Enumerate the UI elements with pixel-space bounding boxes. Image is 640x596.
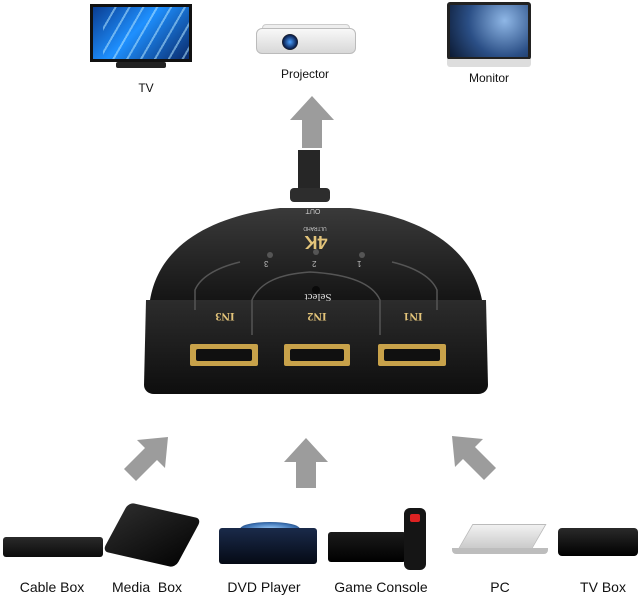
diagonal-arrow-right <box>452 436 496 480</box>
badge-ultrahd: ULTRAHD <box>303 225 327 231</box>
led-label-1: 1 <box>357 259 362 268</box>
game-console-label: Game Console <box>334 579 428 595</box>
select-button <box>312 286 320 294</box>
led-label-3: 3 <box>264 259 269 268</box>
dvd-player-label: DVD Player <box>227 579 301 595</box>
port-label-in3: IN3 <box>215 310 235 324</box>
led-2 <box>313 249 319 255</box>
projector-image <box>256 28 356 54</box>
port-label-in1: IN1 <box>403 310 423 324</box>
monitor-stand <box>447 59 531 67</box>
up-arrow-input <box>284 438 328 488</box>
monitor-label: Monitor <box>468 71 509 85</box>
port-label-in2: IN2 <box>307 310 327 324</box>
up-arrow-output <box>290 96 334 148</box>
led-1 <box>359 252 365 258</box>
diagonal-arrow-left <box>124 437 168 481</box>
select-label: Select <box>304 291 332 303</box>
pc-label: PC <box>490 579 510 595</box>
out-label: OUT <box>305 207 321 214</box>
monitor-image <box>447 2 531 60</box>
port-in2 <box>284 344 350 366</box>
cable-box-image <box>3 537 103 557</box>
tv-box-label: TV Box <box>580 579 626 595</box>
tv-image <box>90 4 192 62</box>
badge-4k: 4K <box>304 232 328 252</box>
pc-laptop-image <box>457 524 547 550</box>
led-label-2: 2 <box>312 259 317 268</box>
game-console-image <box>328 532 406 562</box>
cable-box-label: Cable Box <box>19 579 85 595</box>
port-in1 <box>378 344 446 366</box>
pc-laptop-base <box>452 548 548 554</box>
hdmi-switch <box>144 150 488 394</box>
led-3 <box>267 252 273 258</box>
projector-lens <box>282 34 298 50</box>
remote-power-button <box>410 514 420 522</box>
remote-image <box>404 508 426 570</box>
port-in3 <box>190 344 258 366</box>
projector-label: Projector <box>280 67 330 81</box>
tv-box-image <box>558 528 638 556</box>
media-box-label: Media Box <box>111 579 183 595</box>
tv-stand <box>116 62 166 68</box>
dvd-player-image <box>219 528 317 564</box>
output-cable <box>298 150 320 195</box>
tv-label: TV <box>138 81 154 95</box>
